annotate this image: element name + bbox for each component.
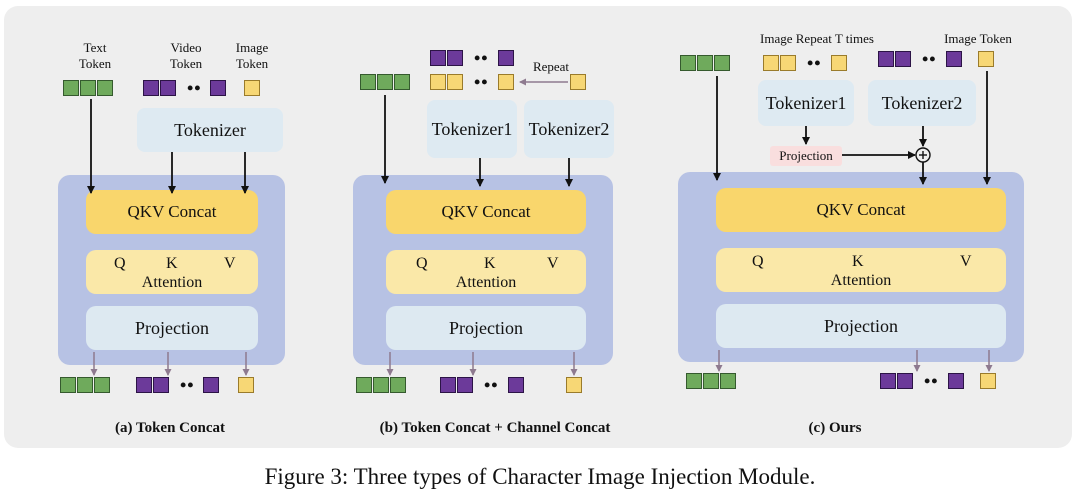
ellipsis: •• <box>807 53 822 73</box>
ellipsis: •• <box>924 371 939 391</box>
projection-box: Projection <box>386 306 586 350</box>
projection-box: Projection <box>86 306 258 350</box>
projection-small-box: Projection <box>770 146 842 166</box>
k-label: K <box>484 255 496 272</box>
qkv-concat-box: QKV Concat <box>716 188 1006 232</box>
video-token <box>895 51 911 67</box>
caption-b: (b) Token Concat + Channel Concat <box>379 420 611 436</box>
video-token <box>447 50 463 66</box>
text-token <box>714 55 730 71</box>
qkv-concat-box: QKV Concat <box>386 190 586 234</box>
tokenizer2-box: Tokenizer2 <box>868 80 976 126</box>
image-token-out <box>566 377 582 393</box>
v-label: V <box>547 255 559 272</box>
text-token-out <box>60 377 76 393</box>
image-token-repeated <box>498 74 514 90</box>
attention-box <box>386 250 586 294</box>
text-token-out <box>356 377 372 393</box>
text-token <box>680 55 696 71</box>
video-token <box>210 80 226 96</box>
image-token-repeated <box>780 55 796 71</box>
v-label: V <box>224 255 236 272</box>
ellipsis: •• <box>180 375 195 395</box>
video-token <box>430 50 446 66</box>
text-token-out <box>720 373 736 389</box>
q-label: Q <box>114 255 126 272</box>
figure-caption: Figure 3: Three types of Character Image… <box>264 464 816 489</box>
image-token-repeated <box>763 55 779 71</box>
image-token-out <box>980 373 996 389</box>
projection-box: Projection <box>716 304 1006 348</box>
tokenizer-box: Tokenizer <box>137 108 283 152</box>
text-token <box>97 80 113 96</box>
image-token <box>244 80 260 96</box>
q-label: Q <box>416 255 428 272</box>
image-token-repeated <box>831 55 847 71</box>
image-token-repeated <box>447 74 463 90</box>
text-token <box>80 80 96 96</box>
qkv-concat-box: QKV Concat <box>86 190 258 234</box>
video-token-out <box>880 373 896 389</box>
k-label: K <box>852 253 864 270</box>
text-token <box>63 80 79 96</box>
attention-box <box>86 250 258 294</box>
repeat-label: Repeat <box>532 59 570 74</box>
text-token <box>377 74 393 90</box>
video-token <box>946 51 962 67</box>
attention-label: Attention <box>830 272 892 289</box>
image-token <box>570 74 586 90</box>
text-token <box>697 55 713 71</box>
tokenizer1-box: Tokenizer1 <box>758 80 854 126</box>
video-token-out <box>203 377 219 393</box>
text-token-out <box>390 377 406 393</box>
image-repeat-label: Image Repeat T times <box>760 31 874 46</box>
video-token-out <box>136 377 152 393</box>
ellipsis: •• <box>187 78 202 98</box>
q-label: Q <box>752 253 764 270</box>
text-token <box>394 74 410 90</box>
text-token-out <box>703 373 719 389</box>
video-token-out <box>897 373 913 389</box>
image-token-repeated <box>430 74 446 90</box>
text-token-label: Text Token <box>78 40 112 71</box>
video-token-label: Video Token <box>169 40 203 71</box>
image-token-label: Image Token <box>235 40 269 71</box>
video-token <box>160 80 176 96</box>
video-token <box>878 51 894 67</box>
video-token-out <box>457 377 473 393</box>
text-token <box>360 74 376 90</box>
caption-a: (a) Token Concat <box>114 420 226 436</box>
image-token-label: Image Token <box>944 31 1012 46</box>
video-token-out <box>508 377 524 393</box>
image-token <box>978 51 994 67</box>
video-token <box>498 50 514 66</box>
text-token-out <box>77 377 93 393</box>
tokenizer1-box: Tokenizer1 <box>427 100 517 158</box>
video-token-out <box>948 373 964 389</box>
image-token-out <box>238 377 254 393</box>
video-token <box>143 80 159 96</box>
k-label: K <box>166 255 178 272</box>
ellipsis: •• <box>474 48 489 68</box>
ellipsis: •• <box>474 72 489 92</box>
text-token-out <box>373 377 389 393</box>
ellipsis: •• <box>484 375 499 395</box>
video-token-out <box>440 377 456 393</box>
attention-label: Attention <box>141 274 203 291</box>
ellipsis: •• <box>922 49 937 69</box>
attention-box <box>716 248 1006 292</box>
tokenizer2-box: Tokenizer2 <box>524 100 614 158</box>
text-token-out <box>686 373 702 389</box>
text-token-out <box>94 377 110 393</box>
caption-c: (c) Ours <box>808 420 862 436</box>
v-label: V <box>960 253 972 270</box>
video-token-out <box>153 377 169 393</box>
attention-label: Attention <box>455 274 517 291</box>
